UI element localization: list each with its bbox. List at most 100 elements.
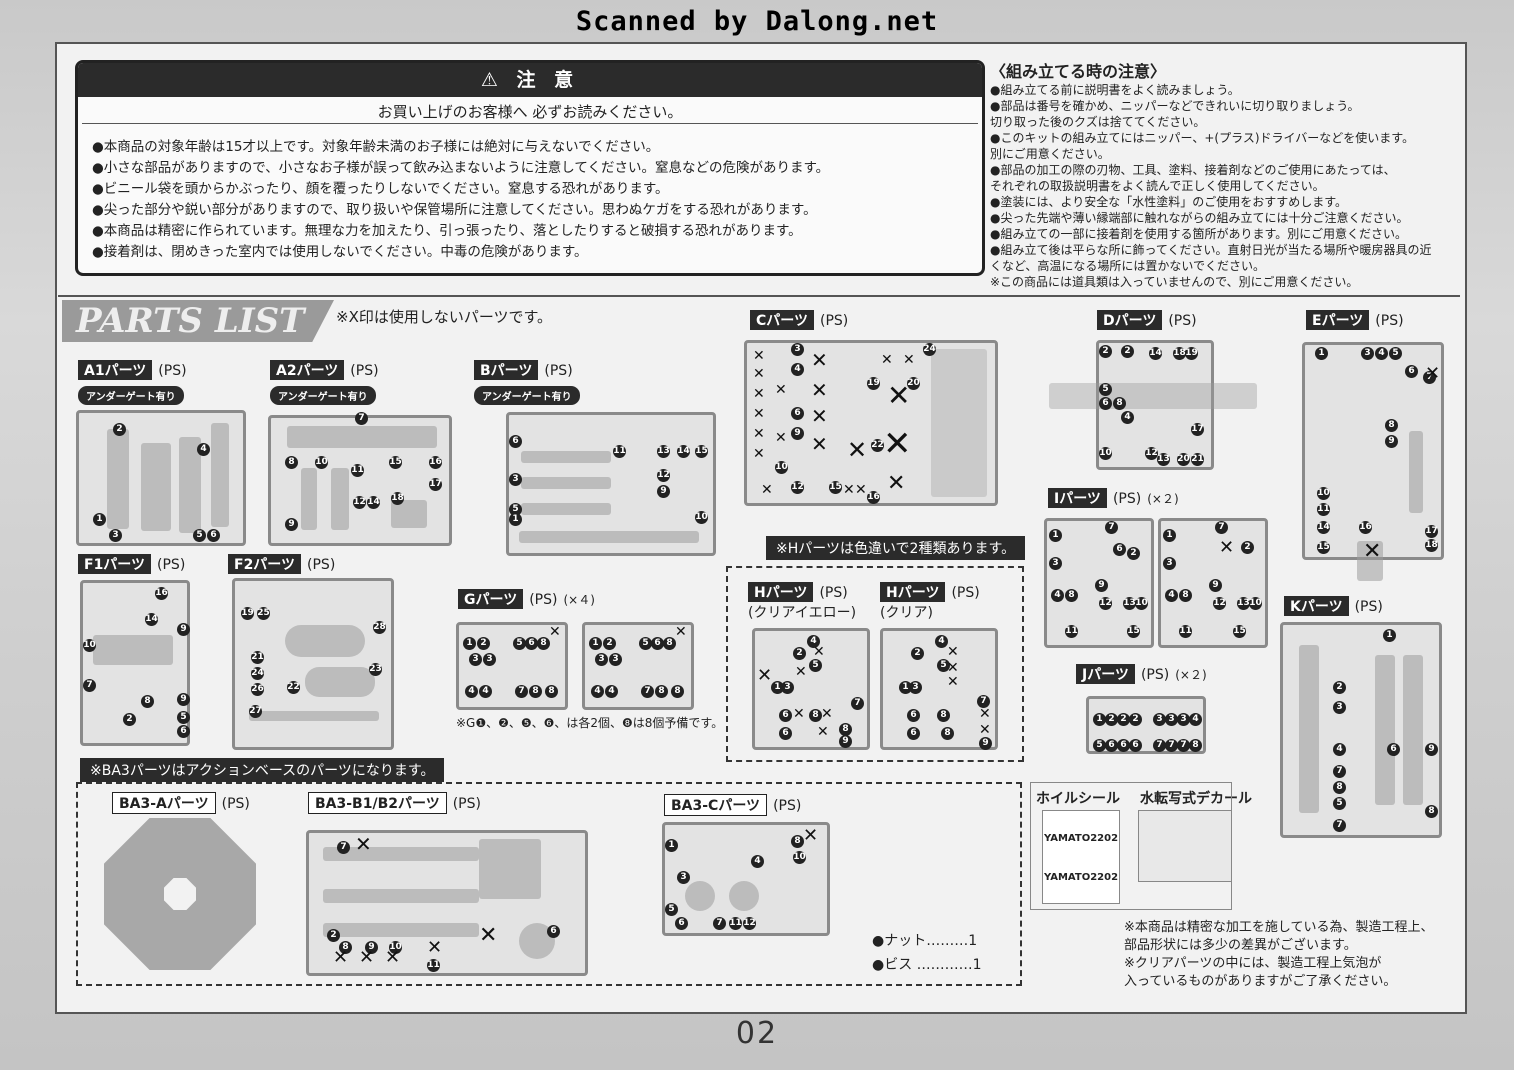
bottom-note: ※クリアパーツの中には、製造工程上気泡が <box>1124 956 1382 971</box>
part-material: (PS) <box>544 363 573 379</box>
part-material: (PS) <box>1375 313 1404 329</box>
assembly-line: ●組み立て後は平らな所に飾ってください。直射日光が当たる場所や暖房器具の近 <box>990 243 1432 257</box>
assembly-line: ●組み立ての一部に接着剤を使用する箇所があります。別にご用意ください。 <box>990 227 1408 241</box>
assembly-line: ●部品は番号を確かめ、ニッパーなどできれいに切り取りましょう。 <box>990 99 1360 113</box>
part-tag: Hパーツ <box>748 582 814 602</box>
assembly-line: 別にご用意ください。 <box>990 147 1110 161</box>
part-label-i: Iパーツ(PS)(×２) <box>1048 488 1179 508</box>
ba3-note: ※BA3パーツはアクションベースのパーツになります。 <box>80 758 445 782</box>
assembly-line: くなど、高温になる場所には置かないでください。 <box>990 259 1266 273</box>
part-material: (PS) <box>452 796 481 812</box>
part-label-ba3c: BA3-Cパーツ(PS) <box>664 794 801 816</box>
part-material: (PS) <box>221 796 250 812</box>
part-label-f2: F2パーツ(PS) <box>228 554 335 574</box>
bottom-note: 入っているものがありますがご了承ください。 <box>1124 974 1397 989</box>
part-tag: Jパーツ <box>1076 664 1135 684</box>
caution-item: ●本商品は精密に作られています。無理な力を加えたり、引っ張ったり、落としたりする… <box>92 223 802 239</box>
bottom-note: 部品形状には多少の差異がございます。 <box>1124 938 1357 953</box>
part-tag: Dパーツ <box>1097 310 1163 330</box>
caution-title: 注 意 <box>516 69 580 91</box>
part-tag: A1パーツ <box>78 360 153 380</box>
part-material: (PS) <box>819 585 848 601</box>
part-tag: BA3-B1/B2パーツ <box>308 792 447 814</box>
part-material: (PS) <box>951 585 980 601</box>
caution-item: ●ビニール袋を頭からかぶったり、顔を覆ったりしないでください。窒息する恐れがあり… <box>92 181 669 197</box>
part-tag: Kパーツ <box>1284 596 1349 616</box>
warning-icon: ⚠ <box>480 69 504 91</box>
part-label-d: Dパーツ (PS) <box>1097 310 1197 330</box>
part-label-g: Gパーツ (PS) (×４) <box>458 589 595 609</box>
assembly-line: ●部品の加工の際の刃物、工具、塗料、接着剤などのご使用にあたっては、 <box>990 163 1396 177</box>
nut-count: ●ナット………1 <box>872 933 978 949</box>
part-tag: Hパーツ <box>880 582 946 602</box>
assembly-line: ●尖った先端や薄い縁端部に触れながらの組み立てには十分ご注意ください。 <box>990 211 1409 225</box>
caution-item: ●尖った部分や鋭い部分がありますので、取り扱いや保管場所に注意してください。思わ… <box>92 202 817 218</box>
g-parts-note: ※G❶、❷、❺、❻、は各2個、❽は8個予備です。 <box>456 716 724 730</box>
caution-item: ●本商品の対象年齢は15才以上です。対象年齢未満のお子様には絶対に与えないでくだ… <box>92 139 660 155</box>
part-material: (PS) <box>157 557 186 573</box>
part-material: (PS) <box>1354 599 1383 615</box>
h-parts-note: ※Hパーツは色違いで2種類あります。 <box>766 536 1026 560</box>
part-material: (PS) <box>1140 667 1170 683</box>
part-count: (×２) <box>1175 668 1207 682</box>
part-material: (PS) <box>1168 313 1197 329</box>
part-count: (×４) <box>563 593 595 607</box>
part-label-c: Cパーツ (PS) <box>750 310 848 330</box>
assembly-line: ●このキットの組み立てにはニッパー、+(プラス)ドライバーなどを使います。 <box>990 131 1415 145</box>
part-tag: Cパーツ <box>750 310 814 330</box>
screw-count: ●ビス …………1 <box>872 957 982 973</box>
part-label-ba3a: BA3-Aパーツ (PS) <box>112 792 250 814</box>
divider <box>82 123 978 124</box>
parts-list-note: ※X印は使用しないパーツです。 <box>336 308 553 326</box>
part-label-h1: Hパーツ (PS) <box>748 582 848 602</box>
part-label-h2: Hパーツ (PS) <box>880 582 980 602</box>
part-tag: Bパーツ <box>474 360 539 380</box>
h-parts-box <box>726 566 1024 762</box>
seal-logo: YAMATO2202 <box>1043 833 1119 844</box>
part-tag: F1パーツ <box>78 554 152 574</box>
part-label-j: Jパーツ (PS) (×２) <box>1076 664 1207 684</box>
part-count: (×２) <box>1147 492 1179 506</box>
ba3-box <box>76 782 1022 986</box>
part-tag: Gパーツ <box>458 589 524 609</box>
h1-color: (クリアイエロー) <box>748 605 857 621</box>
part-material: (PS) <box>820 313 849 329</box>
water-decal-label: 水転写式デカール <box>1140 791 1252 807</box>
assembly-line: それぞれの取扱説明書をよく読んで正しく使用してください。 <box>990 179 1325 193</box>
part-material: (PS) <box>350 363 379 379</box>
part-label-k: Kパーツ (PS) <box>1284 596 1383 616</box>
scan-credit: Scanned by Dalong.net <box>575 6 939 37</box>
part-material: (PS) <box>529 592 558 608</box>
assembly-line: ●組み立てる前に説明書をよく読みましょう。 <box>990 83 1240 97</box>
part-tag: BA3-Aパーツ <box>112 792 216 814</box>
base-plate-hole <box>164 878 196 910</box>
under-gate-badge: アンダーゲート有り <box>474 386 580 405</box>
caution-item: ●接着剤は、閉めきった室内では使用しないでください。中毒の危険があります。 <box>92 244 588 260</box>
bottom-note: ※本商品は精密な加工を施している為、製造工程上、 <box>1124 920 1434 935</box>
foil-seal-label: ホイルシール <box>1036 791 1120 807</box>
parts-list-title: PARTS LIST <box>62 300 334 342</box>
part-label-a2: A2パーツ(PS) <box>270 360 379 380</box>
part-material: (PS) <box>158 363 187 379</box>
part-material: (PS) <box>307 557 336 573</box>
assembly-title: 〈組み立てる時の注意〉 <box>990 62 1167 81</box>
caution-header: ⚠ 注 意 <box>78 63 982 97</box>
part-label-a1: A1パーツ (PS) <box>78 360 187 380</box>
